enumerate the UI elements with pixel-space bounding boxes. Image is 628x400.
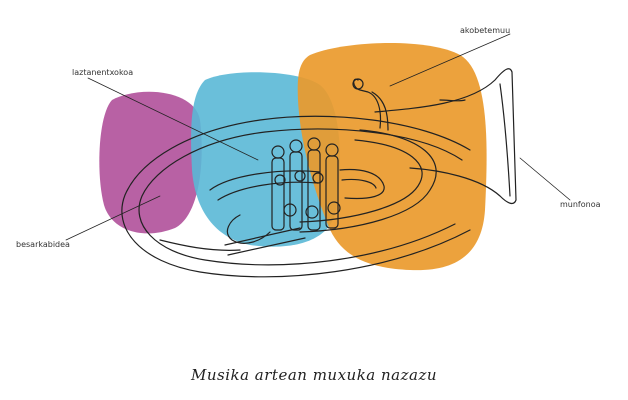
euphonium-icon — [65, 33, 571, 278]
orange-blob — [297, 42, 487, 271]
caption-text: Musika artean muxuka nazazu — [190, 366, 438, 384]
label-besarkabidea: besarkabidea — [16, 240, 70, 249]
label-munfonoa: munfonoa — [560, 200, 601, 209]
label-laztanentxokoa: laztanentxokoa — [72, 68, 134, 77]
label-akobetemuu: akobetemuu — [460, 26, 511, 35]
